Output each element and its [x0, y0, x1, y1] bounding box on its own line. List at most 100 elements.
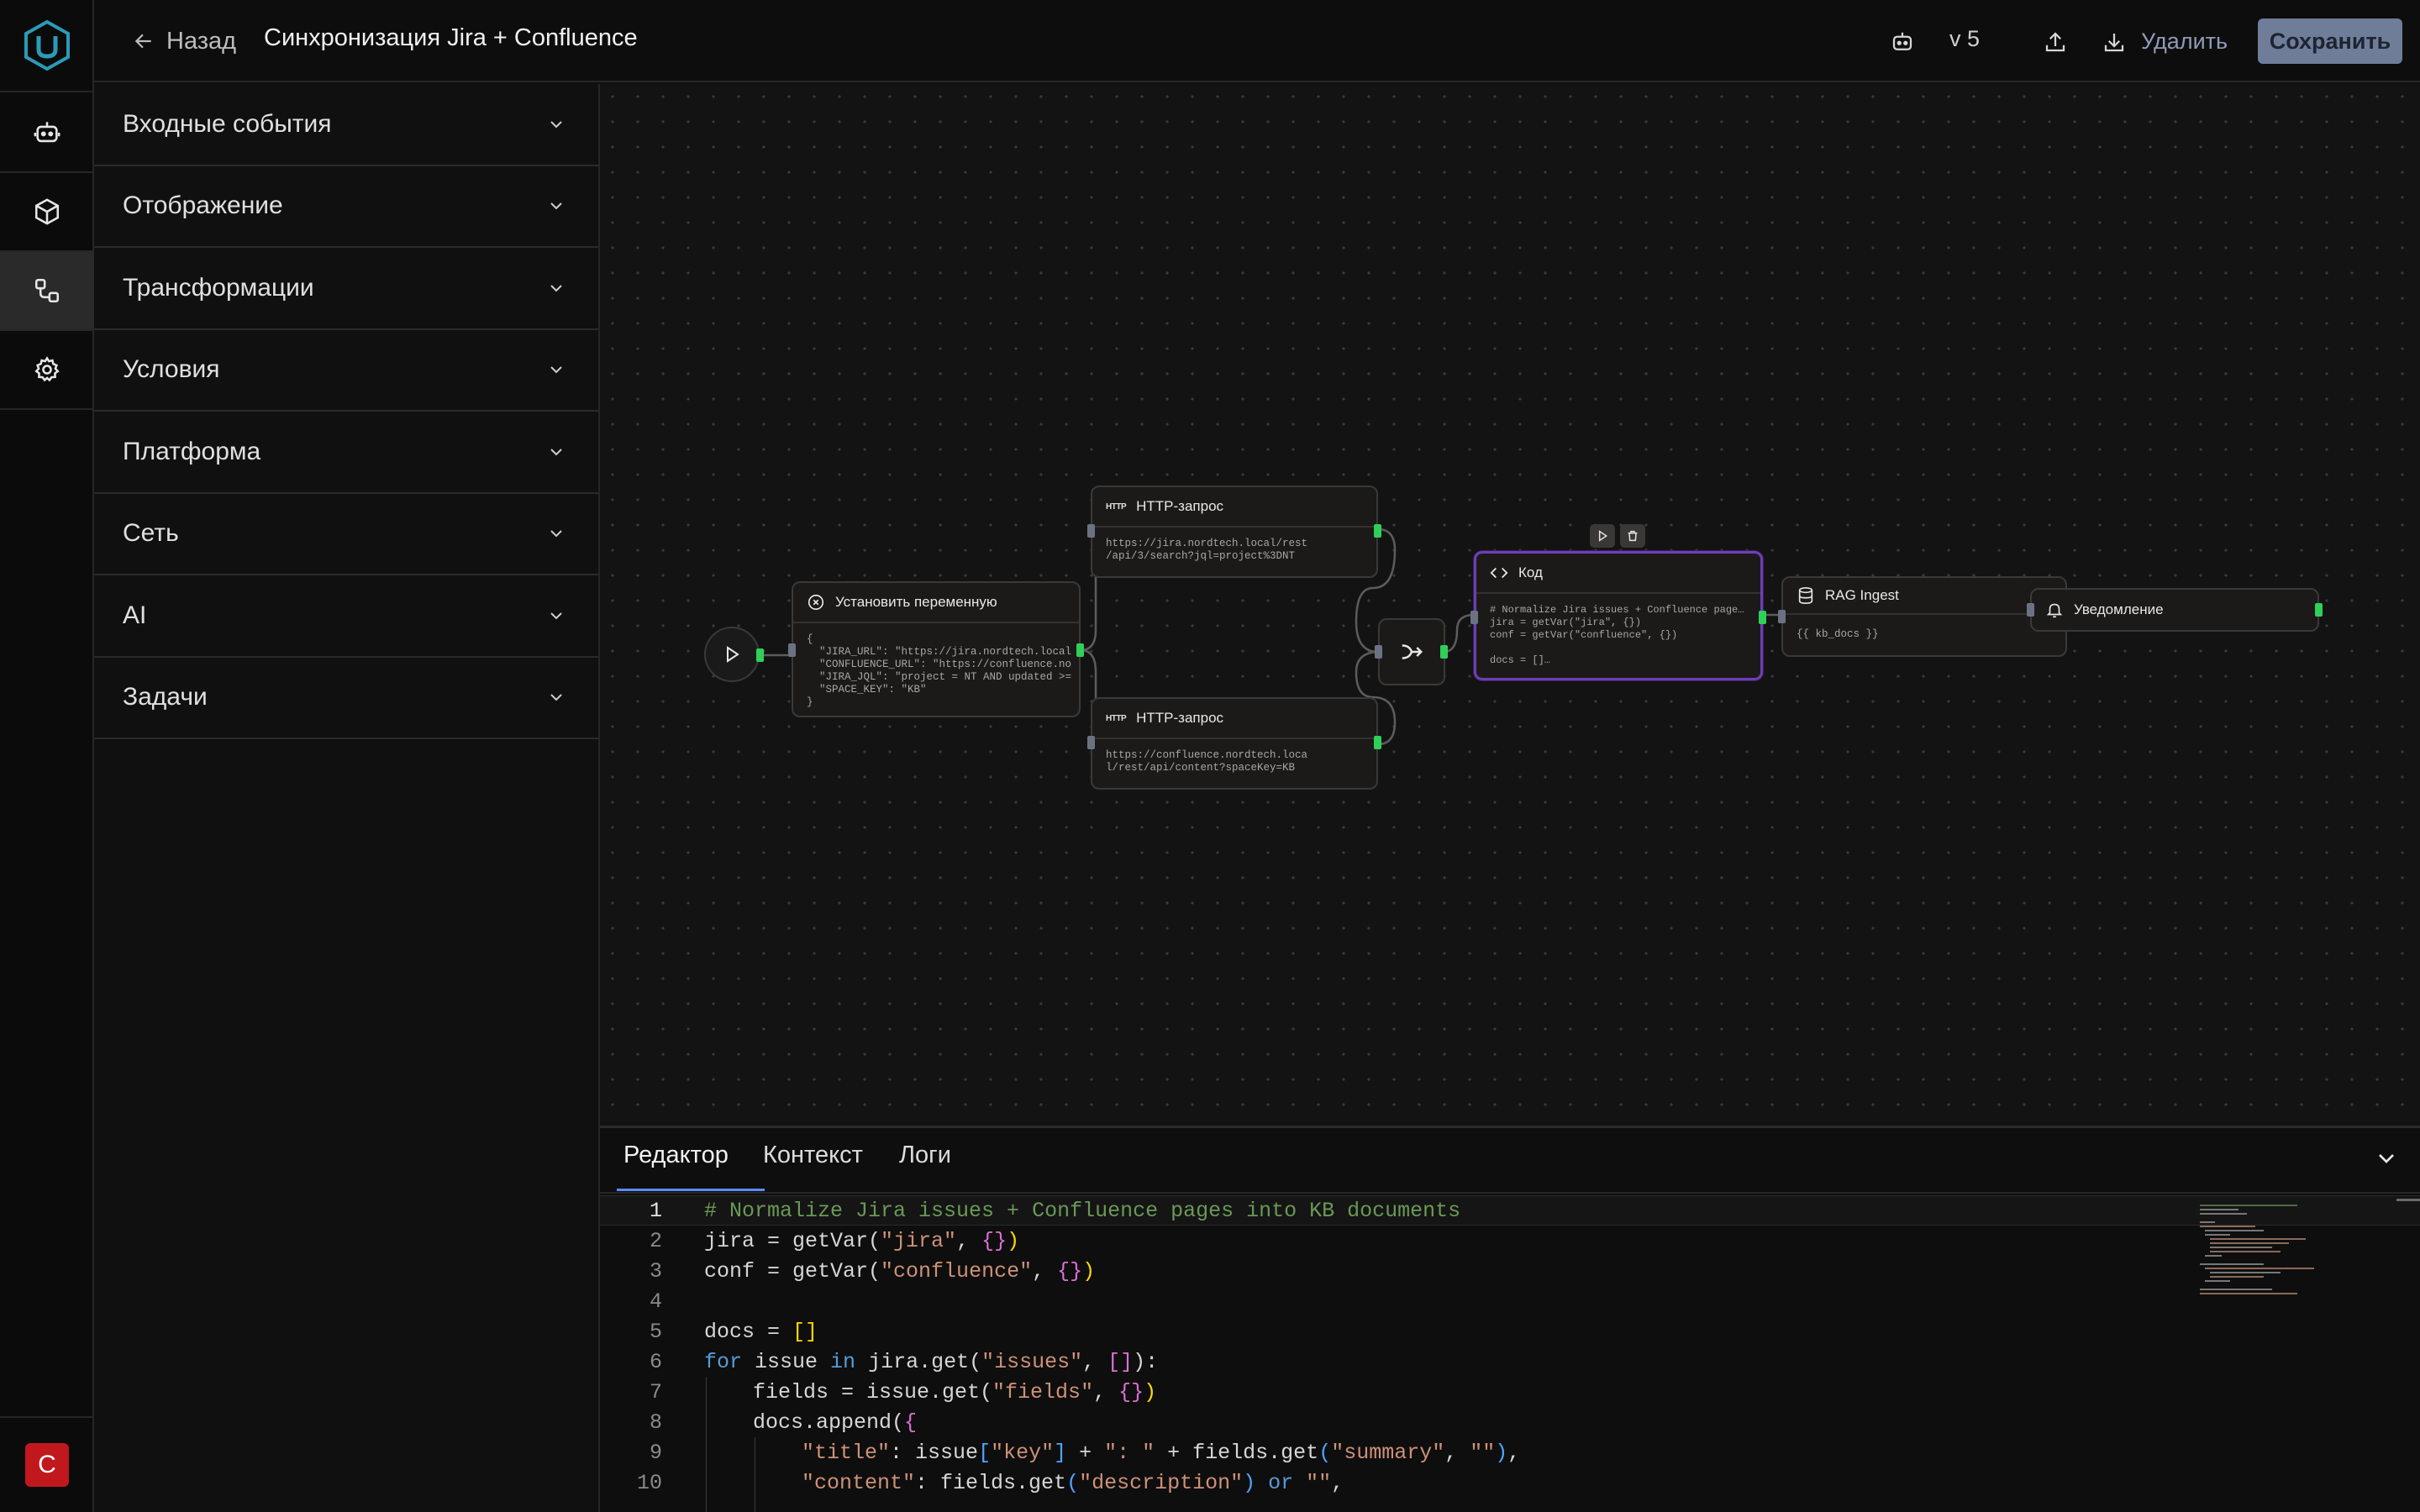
- back-button[interactable]: Назад: [133, 24, 236, 59]
- chevron-down-icon: [550, 530, 562, 538]
- start-output-port[interactable]: [756, 648, 764, 662]
- collapse-panel-button[interactable]: [2373, 1145, 2400, 1172]
- line-text: # Normalize Jira issues + Confluence pag…: [704, 1198, 1461, 1223]
- workflow-canvas[interactable]: Установить переменную { "JIRA_URL": "htt…: [600, 84, 2420, 1126]
- indent-guide: [706, 1377, 707, 1512]
- top-bar: Назад Синхронизация Jira + Confluence v …: [94, 0, 2420, 82]
- node-http-confluence[interactable]: HTTP HTTP-запрос https://confluence.nord…: [1087, 697, 1381, 790]
- merge-output-port[interactable]: [1440, 645, 1448, 659]
- node-header: HTTP HTTP-запрос: [1092, 487, 1376, 528]
- play-icon: [727, 646, 739, 663]
- rail-item-settings[interactable]: [0, 331, 94, 410]
- back-label: Назад: [166, 27, 237, 55]
- line-text: for issue in jira.get("issues", []):: [704, 1349, 1159, 1374]
- save-button[interactable]: Сохранить: [2258, 18, 2402, 64]
- node-set-variable[interactable]: Установить переменную { "JIRA_URL": "htt…: [788, 581, 1084, 717]
- line-number: 8: [649, 1410, 662, 1435]
- category-label: Трансформации: [123, 273, 314, 302]
- node-title: Установить переменную: [835, 594, 997, 610]
- node-title: RAG Ingest: [1825, 587, 1899, 603]
- rail-item-models[interactable]: [0, 173, 94, 252]
- code-editor[interactable]: 1 # Normalize Jira issues + Confluence p…: [600, 1195, 2420, 1512]
- input-port[interactable]: [1087, 524, 1095, 538]
- input-port[interactable]: [1778, 610, 1786, 623]
- tab-logs[interactable]: Логи: [899, 1142, 951, 1168]
- panel-tabs: Редактор Контекст Логи: [600, 1128, 2420, 1194]
- node-header: Установить переменную: [793, 583, 1079, 623]
- node-title: Код: [1518, 564, 1543, 580]
- http-icon: HTTP: [1106, 713, 1127, 723]
- code-icon: [1490, 567, 1508, 579]
- code-minimap[interactable]: [2196, 1202, 2331, 1303]
- code-line: 9 "title": issue["key"] + ": " + fields.…: [600, 1437, 2420, 1467]
- node-body: https://jira.nordtech.local/rest /api/3/…: [1106, 538, 1308, 562]
- code-line: 4: [600, 1286, 2420, 1316]
- category-platform[interactable]: Платформа: [94, 412, 598, 494]
- category-transformations[interactable]: Трансформации: [94, 248, 598, 330]
- input-port[interactable]: [1087, 736, 1095, 749]
- tab-editor[interactable]: Редактор: [623, 1142, 729, 1168]
- app-logo[interactable]: [0, 0, 94, 92]
- output-port[interactable]: [1076, 643, 1084, 657]
- download-icon: [2104, 34, 2124, 52]
- editor-scrollbar[interactable]: [2396, 1199, 2420, 1201]
- http-icon: HTTP: [1106, 501, 1127, 512]
- chevron-down-icon: [550, 449, 562, 456]
- upload-icon: [2045, 32, 2065, 52]
- chevron-down-icon: [550, 366, 562, 374]
- rail-item-workflows[interactable]: [0, 252, 94, 331]
- merge-icon: [1402, 644, 1423, 659]
- node-notification[interactable]: Уведомление: [2027, 588, 2323, 632]
- category-conditions[interactable]: Условия: [94, 330, 598, 412]
- input-port[interactable]: [2027, 603, 2034, 617]
- line-number: 2: [649, 1228, 662, 1253]
- output-port[interactable]: [1374, 524, 1381, 538]
- merge-input-port[interactable]: [1375, 645, 1382, 659]
- node-code[interactable]: Код # Normalize Jira issues + Confluence…: [1470, 551, 1766, 680]
- code-line: 2 jira = getVar("jira", {}): [600, 1226, 2420, 1256]
- output-port[interactable]: [1759, 611, 1766, 624]
- node-toolbar: [1590, 524, 1645, 548]
- category-ai[interactable]: AI: [94, 575, 598, 658]
- node-header: RAG Ingest: [1783, 578, 2065, 615]
- node-body: https://confluence.nordtech.loca l/rest/…: [1106, 749, 1308, 774]
- export-button[interactable]: [2037, 24, 2074, 60]
- node-rag-ingest[interactable]: RAG Ingest {{ kb_docs }}: [1778, 576, 2067, 657]
- chevron-down-icon: [550, 121, 562, 129]
- output-port[interactable]: [1374, 736, 1381, 749]
- trash-icon: [1628, 530, 1638, 542]
- node-http-jira[interactable]: HTTP HTTP-запрос https://jira.nordtech.l…: [1087, 486, 1381, 578]
- node-body: # Normalize Jira issues + Confluence pag…: [1490, 604, 1744, 666]
- bot-icon: [34, 122, 60, 143]
- line-number: 1: [649, 1198, 662, 1223]
- line-text: fields = issue.get("fields", {}): [753, 1379, 1157, 1404]
- chevron-down-icon: [550, 202, 562, 210]
- node-header: Уведомление: [2032, 590, 2317, 630]
- output-port[interactable]: [2315, 603, 2323, 617]
- start-node[interactable]: [704, 627, 760, 682]
- line-text: "title": issue["key"] + ": " + fields.ge…: [802, 1440, 1521, 1465]
- avatar[interactable]: C: [25, 1443, 69, 1487]
- rail-item-bots[interactable]: [0, 94, 94, 173]
- line-text: jira = getVar("jira", {}): [704, 1228, 1020, 1253]
- category-network[interactable]: Сеть: [94, 494, 598, 575]
- category-label: Платформа: [123, 437, 261, 465]
- run-node-button[interactable]: [1590, 524, 1615, 548]
- category-label: Отображение: [123, 192, 283, 220]
- chevron-down-icon: [550, 612, 562, 620]
- delete-node-button[interactable]: [1620, 524, 1645, 548]
- input-port[interactable]: [1470, 611, 1478, 624]
- tab-context[interactable]: Контекст: [763, 1142, 863, 1168]
- import-button[interactable]: [2096, 24, 2133, 60]
- category-tasks[interactable]: Задачи: [94, 658, 598, 739]
- variable-icon: [808, 594, 824, 611]
- version-selector[interactable]: v 5: [1949, 26, 1981, 51]
- input-port[interactable]: [788, 643, 796, 657]
- category-input-events[interactable]: Входные события: [94, 84, 598, 166]
- node-merge[interactable]: [1378, 618, 1445, 685]
- node-header: HTTP HTTP-запрос: [1092, 699, 1376, 739]
- test-bot-button[interactable]: [1884, 24, 1921, 60]
- delete-button[interactable]: Удалить: [2126, 18, 2243, 64]
- code-line: 8 docs.append({: [600, 1407, 2420, 1437]
- category-display[interactable]: Отображение: [94, 166, 598, 248]
